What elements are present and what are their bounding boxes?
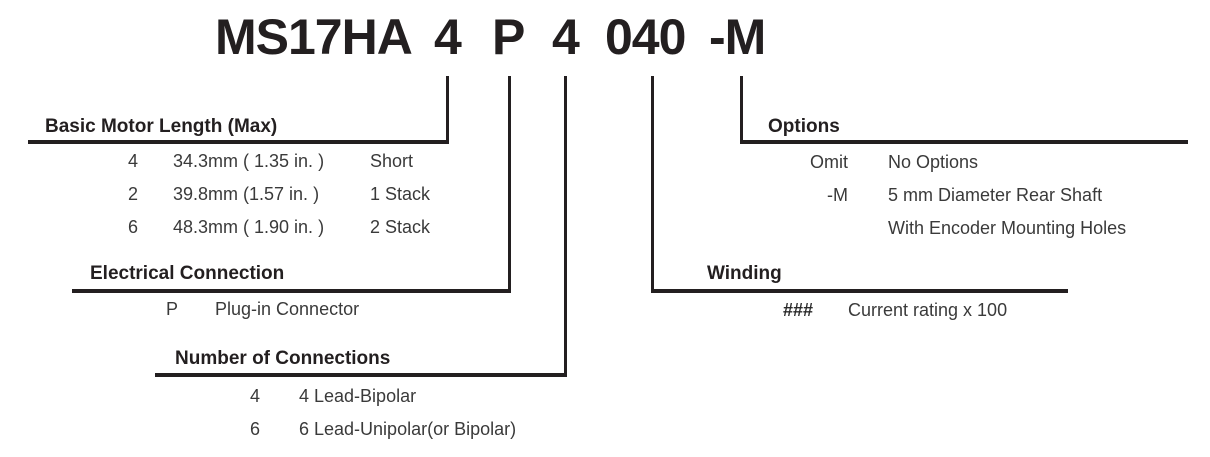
connector-line-winding — [651, 76, 654, 293]
winding-row-code: ### — [782, 300, 813, 320]
number-of-connections-underline — [155, 373, 567, 377]
number-of-connections-header: Number of Connections — [175, 348, 391, 369]
title-segment-winding: 040 — [605, 9, 686, 65]
title-segment-electrical: P — [492, 9, 525, 65]
basic-motor-length-header: Basic Motor Length (Max) — [45, 116, 278, 137]
options-row-code: -M — [827, 185, 848, 205]
title-segment-length: 4 — [434, 9, 462, 65]
basic-row-value: 39.8mm (1.57 in. ) — [173, 184, 320, 204]
connections-row-value: 6 Lead-Unipolar(or Bipolar) — [299, 419, 517, 439]
title-segment-connections: 4 — [552, 9, 580, 65]
connections-row-code: 6 — [249, 419, 260, 439]
connections-row-value: 4 Lead-Bipolar — [299, 386, 417, 406]
winding-row-value: Current rating x 100 — [848, 300, 1008, 320]
basic-row-code: 2 — [127, 184, 138, 204]
basic-row-code: 4 — [127, 151, 138, 171]
basic-row-note: Short — [370, 151, 414, 171]
connector-line-electrical-connection — [508, 76, 511, 293]
winding-underline — [651, 289, 1068, 293]
basic-row-note: 1 Stack — [370, 184, 431, 204]
options-row-value: With Encoder Mounting Holes — [888, 218, 1127, 238]
basic-row-value: 48.3mm ( 1.90 in. ) — [173, 217, 325, 237]
winding-header: Winding — [707, 263, 782, 284]
options-header: Options — [768, 116, 840, 137]
options-row-value: No Options — [888, 152, 979, 172]
options-row-value: 5 mm Diameter Rear Shaft — [888, 185, 1103, 205]
title-model-prefix: MS17HA — [215, 9, 413, 65]
basic-motor-length-underline — [28, 140, 449, 144]
electrical-connection-underline — [72, 289, 511, 293]
connector-line-number-of-connections — [564, 76, 567, 377]
options-underline — [740, 140, 1188, 144]
options-row-code: Omit — [810, 152, 848, 172]
title-segment-options: -M — [709, 9, 766, 65]
basic-row-value: 34.3mm ( 1.35 in. ) — [173, 151, 325, 171]
electrical-row-code: P — [165, 299, 178, 319]
connector-line-basic-motor-length — [446, 76, 449, 144]
basic-row-note: 2 Stack — [370, 217, 431, 237]
connections-row-code: 4 — [249, 386, 260, 406]
basic-row-code: 6 — [127, 217, 138, 237]
electrical-row-value: Plug-in Connector — [215, 299, 360, 319]
connector-line-options — [740, 76, 743, 144]
electrical-connection-header: Electrical Connection — [90, 263, 285, 284]
